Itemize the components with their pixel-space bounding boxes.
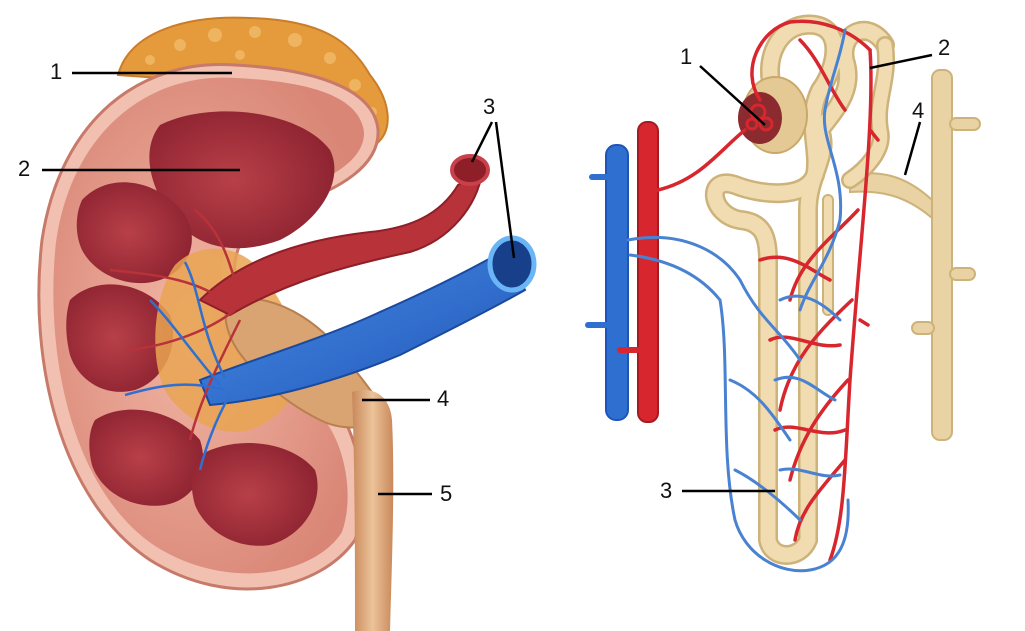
kidney-cross-section bbox=[39, 18, 534, 631]
kidney-label-5: 5 bbox=[440, 483, 452, 505]
glomerulus bbox=[738, 77, 807, 153]
nephron-label-4: 4 bbox=[912, 100, 924, 122]
leader-line-3a bbox=[472, 122, 492, 162]
interlobular-vein bbox=[606, 145, 628, 420]
nephron-label-1: 1 bbox=[680, 46, 692, 68]
renal-artery-opening bbox=[452, 156, 488, 184]
leader-line-n4 bbox=[905, 122, 920, 175]
kidney-label-3: 3 bbox=[483, 96, 495, 118]
kidney-label-1: 1 bbox=[50, 61, 62, 83]
interlobular-artery bbox=[638, 122, 658, 422]
kidney-label-2: 2 bbox=[18, 158, 30, 180]
nephron-label-3: 3 bbox=[660, 480, 672, 502]
ureter bbox=[352, 390, 393, 631]
kidney-label-4: 4 bbox=[437, 388, 449, 410]
nephron-label-2: 2 bbox=[938, 37, 950, 59]
